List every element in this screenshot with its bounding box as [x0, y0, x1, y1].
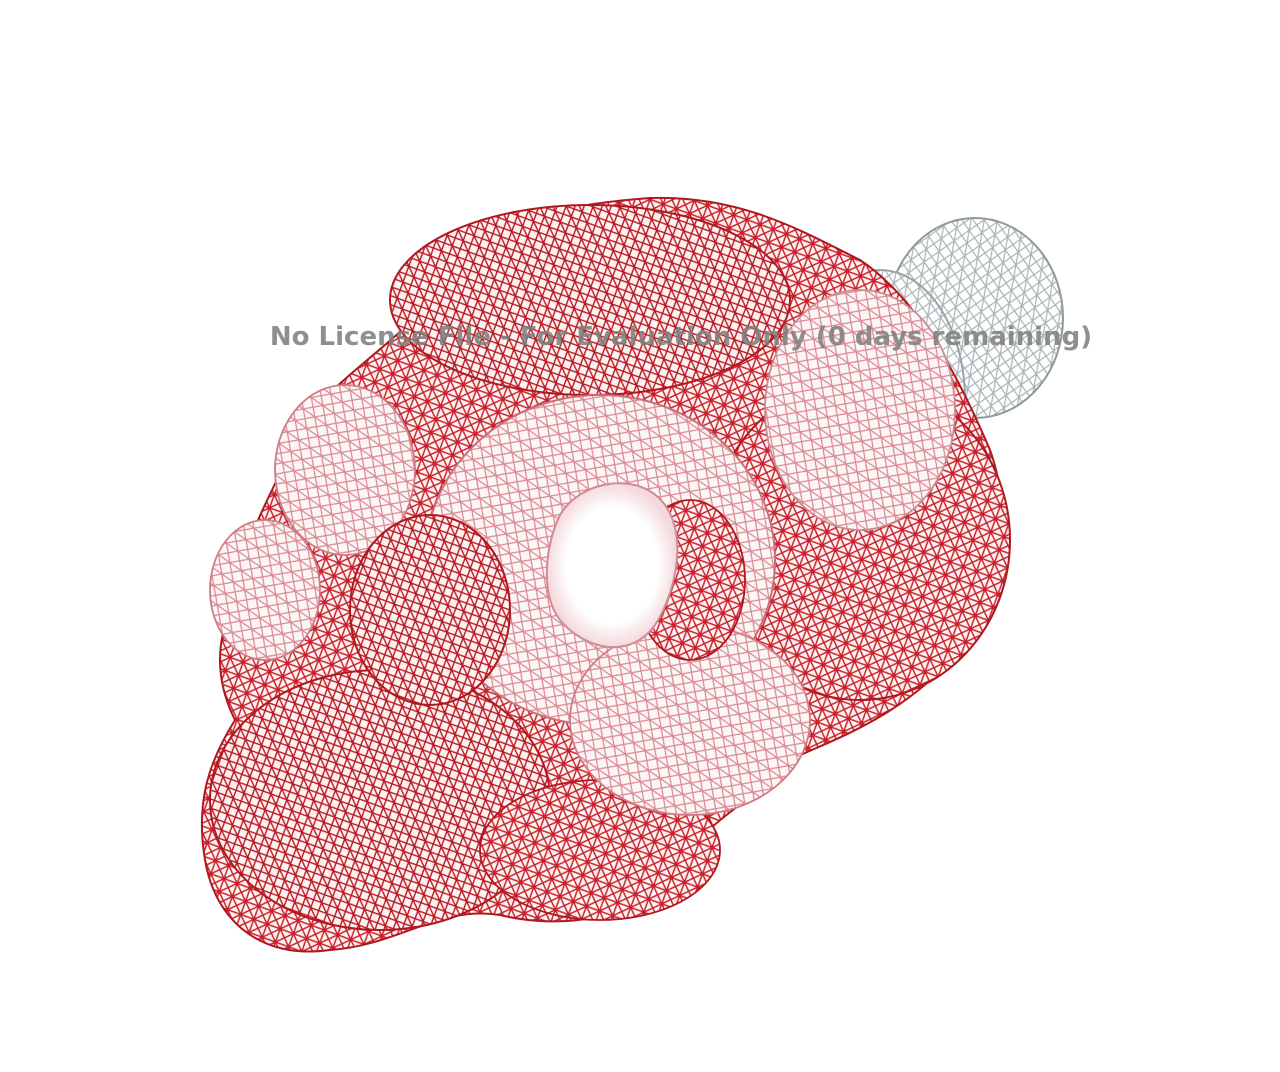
central-pore: [545, 482, 679, 649]
